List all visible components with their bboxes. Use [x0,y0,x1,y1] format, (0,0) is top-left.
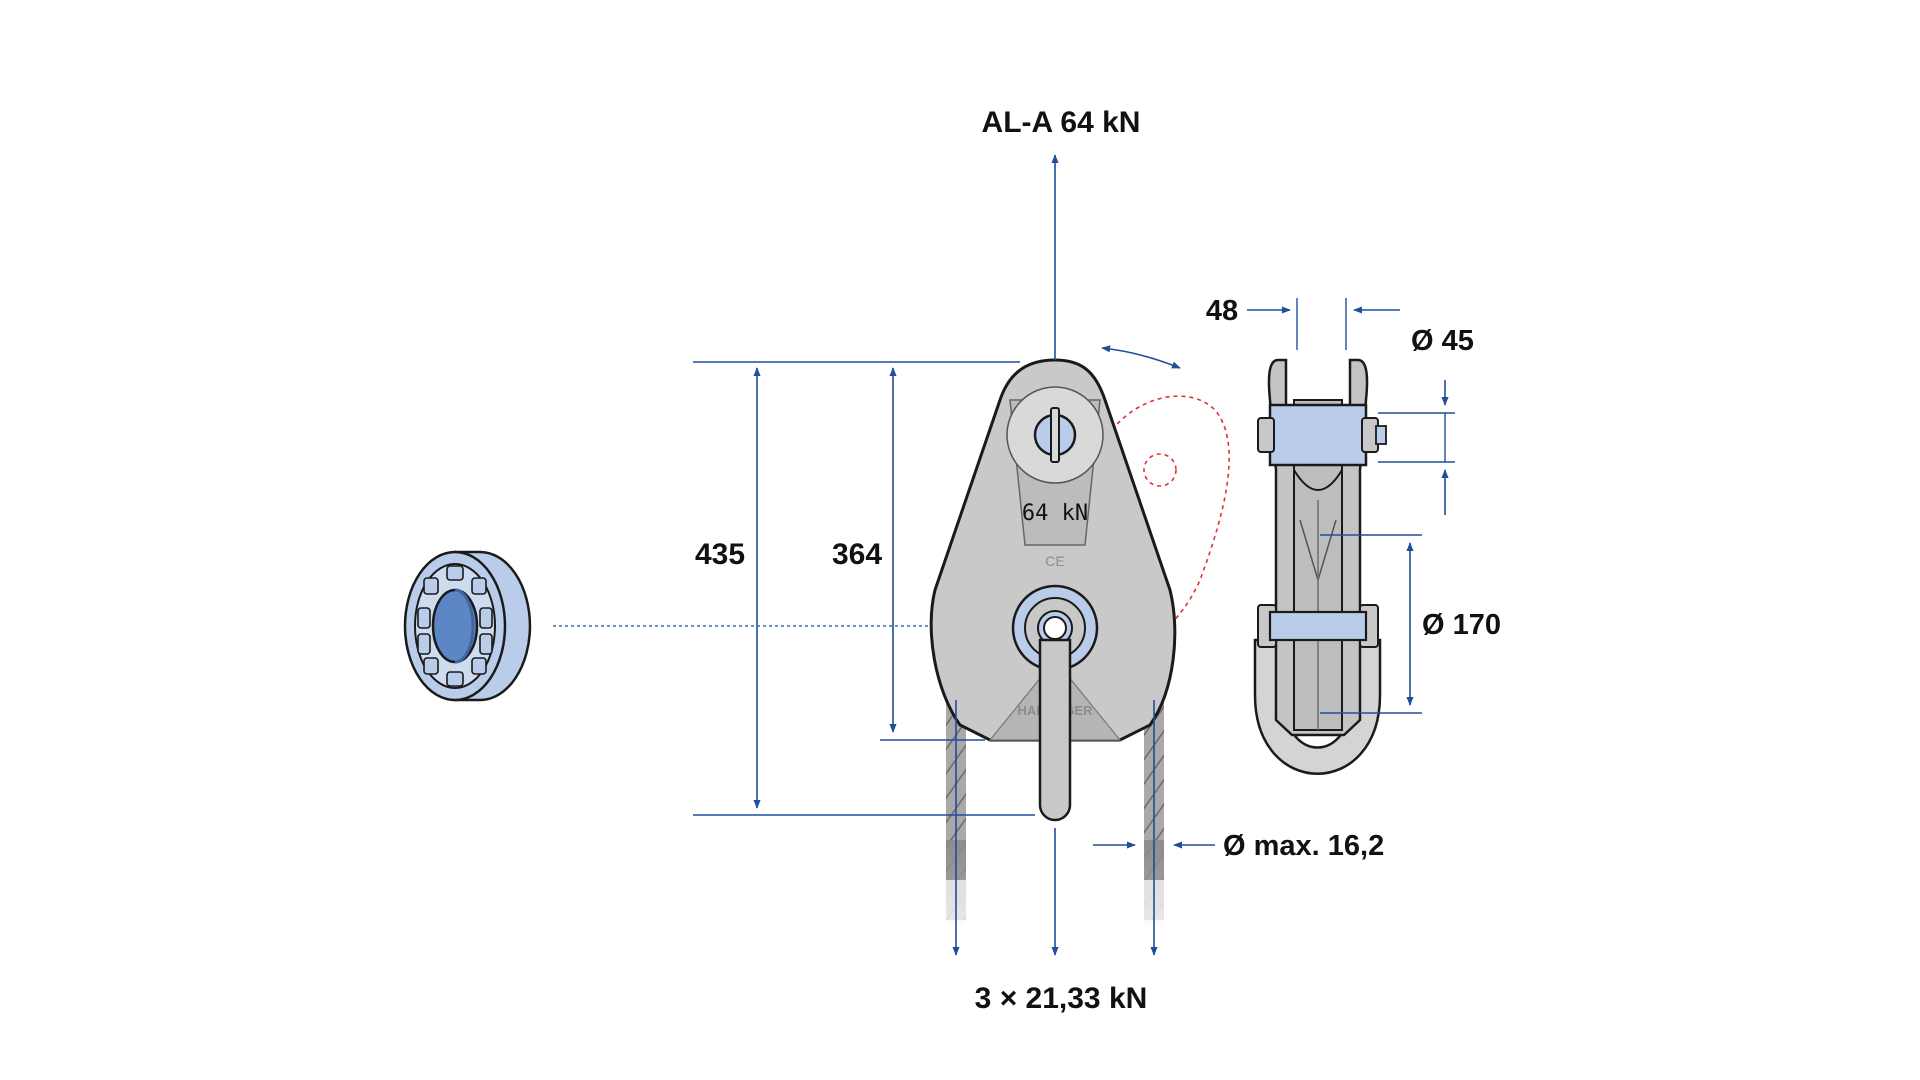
rope-diameter-label: Ø max. 16,2 [1223,830,1384,862]
pin-diameter-label: Ø 45 [1411,325,1474,357]
swing-range-hole [1143,453,1177,487]
pulley-block-icon: 64 kN CE HABEGGER [929,358,1177,822]
plate-rating-text: 64 kN [1022,501,1088,526]
top-load-label: AL-A 64 kN [982,106,1141,139]
plate-ce-mark: CE [1045,553,1064,569]
sheave-diameter-label: Ø 170 [1422,609,1501,641]
pulley-side-view-icon [1253,358,1387,775]
width-label: 48 [1206,295,1238,327]
ball-bearing-icon [403,550,532,702]
bottom-load-label: 3 × 21,33 kN [975,982,1148,1015]
height-total-label: 435 [695,538,745,571]
height-axis-label: 364 [832,538,882,571]
swing-range-outline [943,395,1230,701]
